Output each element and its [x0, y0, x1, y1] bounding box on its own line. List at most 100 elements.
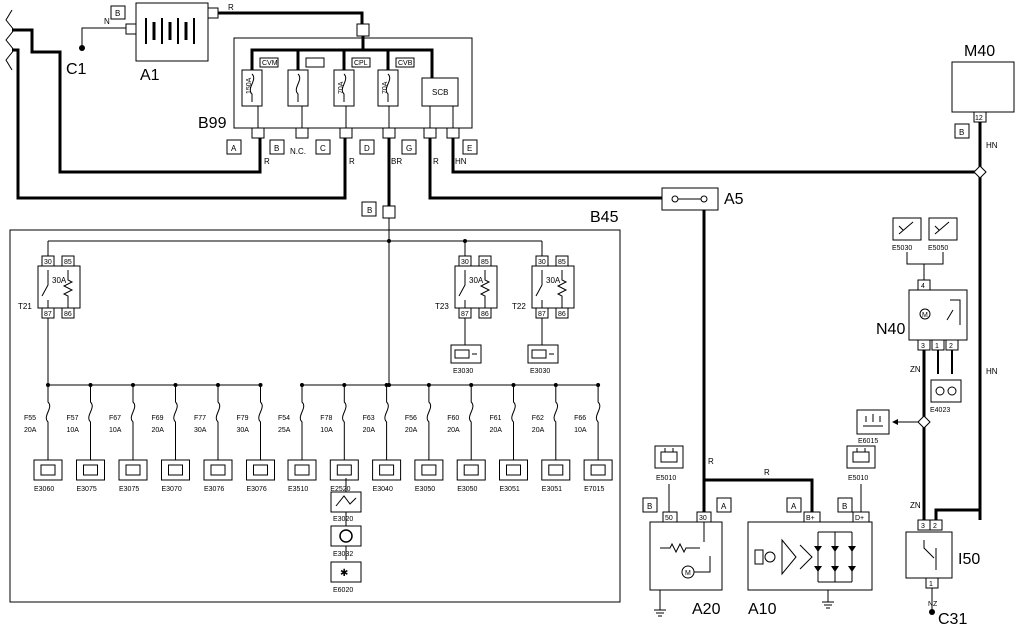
- n40-box: [908, 289, 968, 341]
- fuse-load-label: E3051: [500, 486, 520, 493]
- a10-label: A10: [748, 601, 777, 618]
- e5010-a20-label: E5010: [656, 475, 676, 482]
- fuse-element: [215, 385, 221, 460]
- connector-b-a10: [837, 497, 853, 513]
- e5010-a20-battery-icon: [660, 448, 678, 463]
- connector-b-a1-label: B: [115, 9, 120, 18]
- relay-contact-icon: [41, 270, 74, 308]
- fuse-load-label: E3070: [162, 486, 182, 493]
- connector-a-a20-label: A: [721, 502, 727, 511]
- fuse-rating: 10A: [574, 427, 587, 434]
- wire-b99-to-a5: [428, 138, 662, 200]
- wire-label-br: BR: [391, 157, 402, 166]
- connector-b-b45-label: B: [367, 206, 372, 215]
- relay-id: T22: [512, 302, 526, 311]
- load-symbol-icon: [210, 464, 226, 476]
- m40-label: M40: [964, 43, 995, 60]
- b99-fuse-rating: 70A: [338, 81, 345, 94]
- connector-c: [315, 139, 331, 155]
- wire-label-zn-2: ZN: [910, 501, 921, 510]
- fuse-load-icon: [583, 459, 613, 481]
- e4023-label: E4023: [930, 407, 950, 414]
- n40-potentiometer-icon: [946, 299, 961, 325]
- fuse-name: F56: [405, 415, 417, 422]
- wire-label-r-1: R: [264, 157, 270, 166]
- e6020-snow-icon: ✱: [340, 568, 348, 579]
- b99-label: B99: [198, 115, 227, 132]
- a20-pin-50-label: 50: [665, 515, 673, 522]
- e5010-a20-icon: [654, 445, 684, 469]
- fuse-rating: 20A: [490, 427, 503, 434]
- connector-a-a20: [716, 497, 732, 513]
- relay-pin-87-label: 87: [538, 311, 546, 318]
- a20-label: A20: [692, 601, 721, 618]
- c1-ground-point: [79, 45, 85, 51]
- fuse-rating: 30A: [237, 427, 250, 434]
- e5010-a10-label: E5010: [848, 475, 868, 482]
- fuse-name: F63: [363, 415, 375, 422]
- connector-g-label: G: [406, 144, 412, 153]
- fuse-element: [45, 385, 51, 460]
- a20-pin-30-label: 30: [699, 515, 707, 522]
- load-symbol-icon: [548, 464, 564, 476]
- relay-pin-85-label: 85: [558, 259, 566, 266]
- fuse-element: [384, 385, 389, 460]
- fuse-rating: 20A: [447, 427, 460, 434]
- rear-defrost-icon: [531, 349, 554, 359]
- fuse-load-icon: [161, 459, 190, 481]
- e3020-wiper-icon: [335, 495, 357, 507]
- e3032-fan-icon: [339, 529, 353, 543]
- wire-a20-to-a10: [704, 478, 814, 512]
- fuse-rating: 20A: [152, 427, 165, 434]
- fuse-load-icon: [499, 459, 528, 481]
- b99-fuse-tag: [305, 57, 325, 68]
- b99-fuse: [333, 69, 355, 107]
- fuse-element: [258, 385, 263, 460]
- n40-motor-symbol: M: [922, 312, 928, 319]
- a10-pin-dplus-label: D+: [855, 515, 864, 522]
- wire-c1-to-a1: [81, 27, 126, 48]
- fuse-element: [342, 385, 347, 460]
- b99-busbar: [250, 36, 434, 78]
- connector-b-b45: [382, 205, 396, 219]
- rear-defrost-icon: [454, 349, 477, 359]
- load-symbol-icon: [168, 464, 183, 476]
- i50-switch-icon: [923, 540, 937, 570]
- e5050-sensor-icon: [934, 221, 950, 235]
- fuse-name: F67: [109, 415, 121, 422]
- b99-fuse: [241, 69, 263, 107]
- a10-ground-icon: [822, 601, 834, 609]
- relay-pin-30-label: 30: [461, 259, 469, 266]
- fuse-load-label: E3040: [373, 486, 393, 493]
- connector-b-m40-label: B: [959, 128, 964, 137]
- relay-load-label: E3030: [453, 368, 473, 375]
- relay-id: T21: [18, 302, 32, 311]
- fuse-load-icon: [118, 459, 148, 481]
- load-symbol-icon: [40, 464, 56, 476]
- fuse-element: [88, 385, 93, 460]
- load-symbol-icon: [336, 464, 352, 476]
- a20-motor-wire: [694, 556, 711, 573]
- a5-contact-left: [671, 195, 679, 203]
- a10-rectifier-icon: [754, 531, 856, 583]
- b45-junction-t23: [463, 239, 467, 243]
- n40-pin-4-label: 4: [921, 283, 925, 290]
- load-symbol-icon: [125, 464, 141, 476]
- relay-pin-86-label: 86: [558, 311, 566, 318]
- fuse-load-label: E3076: [204, 486, 224, 493]
- connector-e: [462, 139, 478, 155]
- e5030-sensor-icon: [898, 221, 914, 235]
- wire-label-zn-1: ZN: [910, 365, 921, 374]
- fuse-element: [511, 385, 516, 460]
- load-symbol-icon: [83, 464, 98, 476]
- a1-terminal-right: [207, 7, 219, 19]
- fuse-load-label: E7015: [584, 486, 604, 493]
- n40-sensor-bus: [906, 252, 944, 265]
- connector-g: [401, 139, 417, 155]
- b99-fuse-rating: 150A: [246, 77, 253, 94]
- b99-fuse-element: [385, 73, 391, 102]
- i50-pin-3-label: 3: [921, 523, 925, 530]
- wire-label-nc: N.C.: [290, 147, 306, 156]
